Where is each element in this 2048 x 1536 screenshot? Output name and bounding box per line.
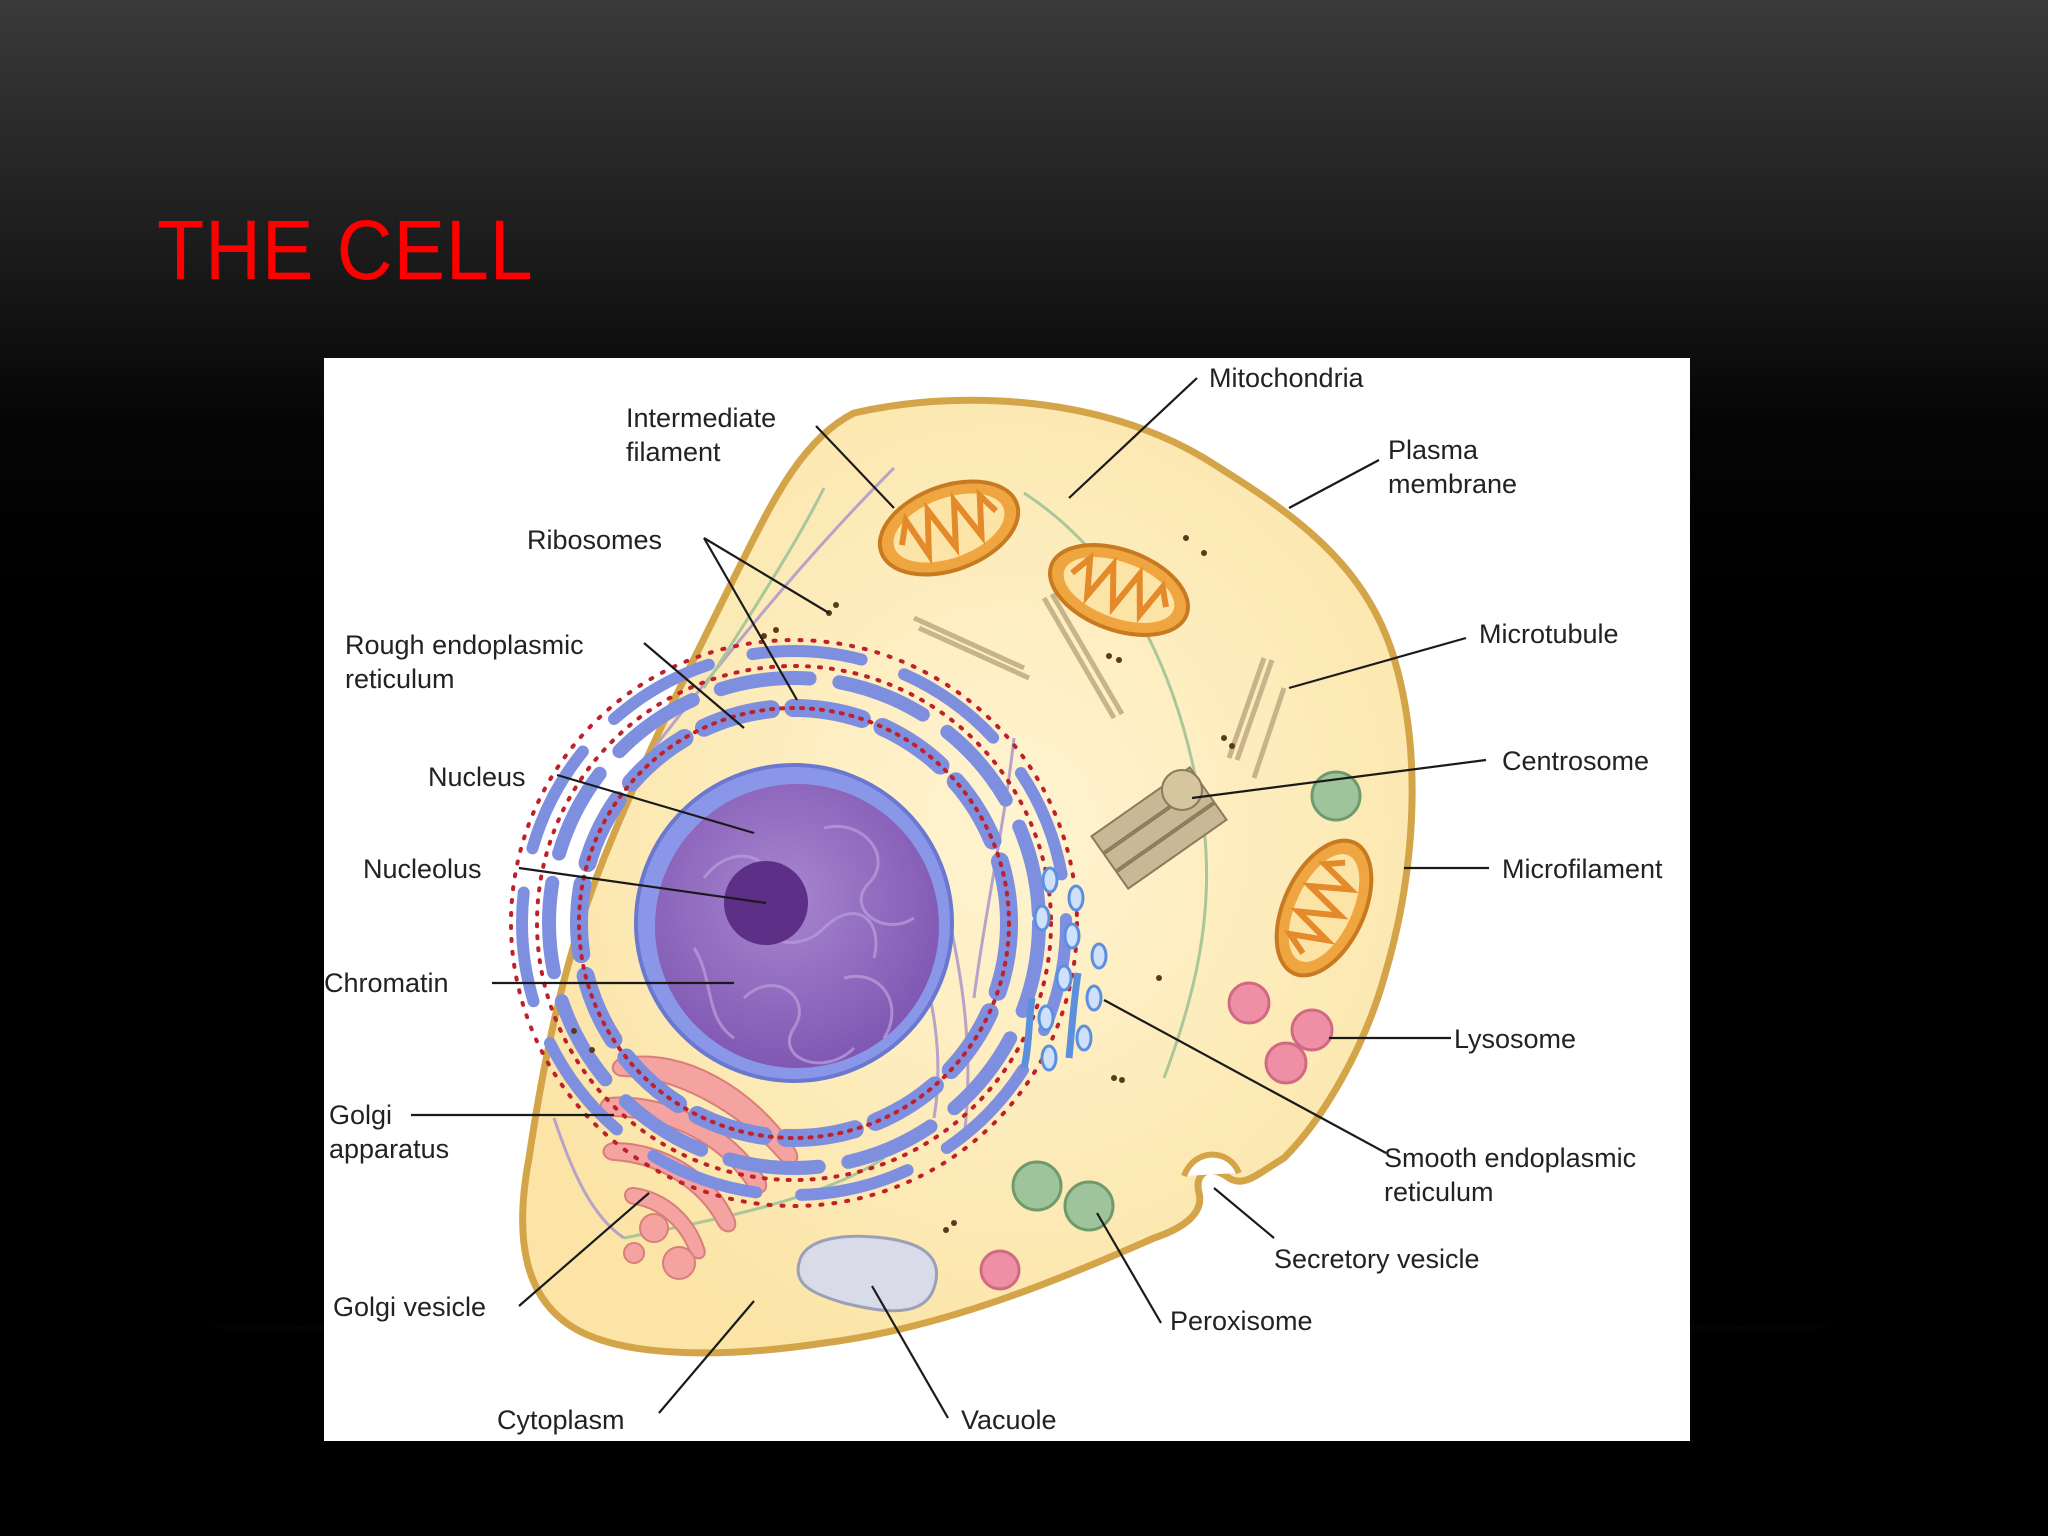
- label-rough-er-1: Rough endoplasmic: [345, 630, 584, 660]
- label-golgi-apparatus-2: apparatus: [329, 1134, 449, 1164]
- slide-title: THE CELL: [157, 203, 534, 297]
- lysosomes: [979, 981, 1334, 1291]
- label-cytoplasm: Cytoplasm: [497, 1405, 625, 1435]
- diagram-labels: Mitochondria Intermediate filament Plasm…: [324, 363, 1663, 1435]
- label-peroxisome: Peroxisome: [1170, 1306, 1313, 1336]
- label-intermediate-filament-2: filament: [626, 437, 721, 467]
- mitochondrion-3: [1274, 838, 1374, 978]
- label-nucleolus: Nucleolus: [363, 854, 482, 884]
- label-golgi-apparatus-1: Golgi: [329, 1100, 392, 1130]
- label-ribosomes: Ribosomes: [527, 525, 662, 555]
- label-microfilament: Microfilament: [1502, 854, 1663, 884]
- label-intermediate-filament-1: Intermediate: [626, 403, 776, 433]
- label-microtubule: Microtubule: [1479, 619, 1619, 649]
- peroxisomes: [1011, 770, 1362, 1232]
- mitochondrion-1: [877, 479, 1021, 577]
- label-secretory-vesicle: Secretory vesicle: [1274, 1244, 1480, 1274]
- label-chromatin: Chromatin: [324, 968, 449, 998]
- microtubules: [912, 592, 1287, 779]
- secretory-vesicle: [1181, 1151, 1242, 1178]
- label-plasma-membrane-1: Plasma: [1388, 435, 1479, 465]
- cell-diagram: Mitochondria Intermediate filament Plasm…: [324, 358, 1690, 1441]
- rough-endoplasmic-reticulum: [509, 638, 1079, 1208]
- label-smooth-er-2: reticulum: [1384, 1177, 1494, 1207]
- leader-lines: [411, 377, 1489, 1419]
- chromatin: [692, 825, 915, 1065]
- label-rough-er-2: reticulum: [345, 664, 455, 694]
- label-plasma-membrane-2: membrane: [1388, 469, 1517, 499]
- smooth-endoplasmic-reticulum: [1020, 866, 1108, 1072]
- vacuole: [796, 1234, 938, 1313]
- label-mitochondria: Mitochondria: [1209, 363, 1365, 393]
- mitochondrion-2: [1047, 543, 1191, 637]
- label-vacuole: Vacuole: [961, 1405, 1057, 1435]
- label-lysosome: Lysosome: [1454, 1024, 1576, 1054]
- label-golgi-vesicle: Golgi vesicle: [333, 1292, 486, 1322]
- label-centrosome: Centrosome: [1502, 746, 1649, 776]
- label-nucleus: Nucleus: [428, 762, 526, 792]
- label-smooth-er-1: Smooth endoplasmic: [1384, 1143, 1636, 1173]
- cell-diagram-svg: Mitochondria Intermediate filament Plasm…: [324, 363, 1663, 1435]
- free-ribosomes: [571, 535, 1235, 1233]
- centrosome: [1090, 765, 1228, 891]
